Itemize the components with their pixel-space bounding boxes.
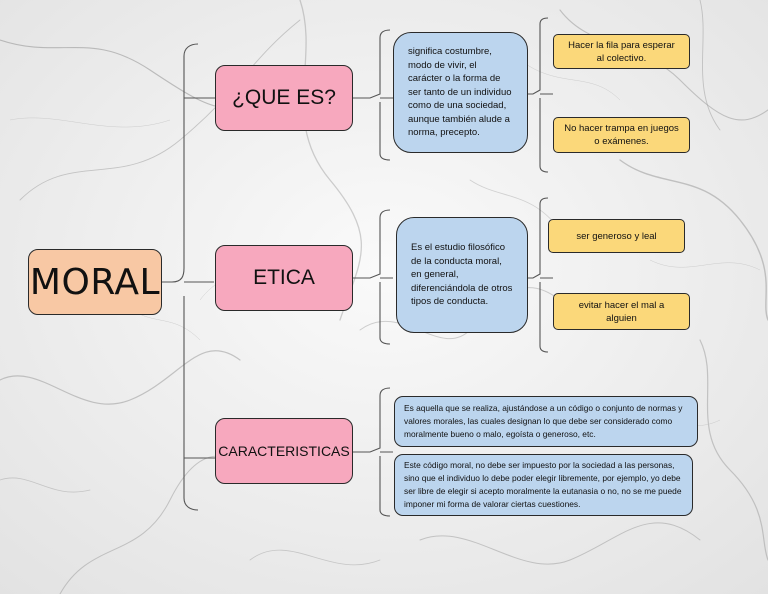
characteristic-1: Es aquella que se realiza, ajustándose a… [394, 396, 698, 447]
main-topic-moral: MORAL [28, 249, 162, 315]
example-hacer-la-fila: Hacer la fila para esperar al colectivo. [553, 34, 690, 69]
example-evitar-mal: evitar hacer el mal a alguien [553, 293, 690, 330]
example-ser-generoso: ser generoso y leal [548, 219, 685, 253]
category-que-es: ¿QUE ES? [215, 65, 353, 131]
example-no-hacer-trampa: No hacer trampa en juegos o exámenes. [553, 117, 690, 153]
category-caracteristicas: CARACTERISTICAS [215, 418, 353, 484]
description-que-es: significa costumbre, modo de vivir, el c… [393, 32, 528, 153]
characteristic-2: Este código moral, no debe ser impuesto … [394, 454, 693, 516]
description-etica: Es el estudio filosófico de la conducta … [396, 217, 528, 333]
category-etica: ETICA [215, 245, 353, 311]
